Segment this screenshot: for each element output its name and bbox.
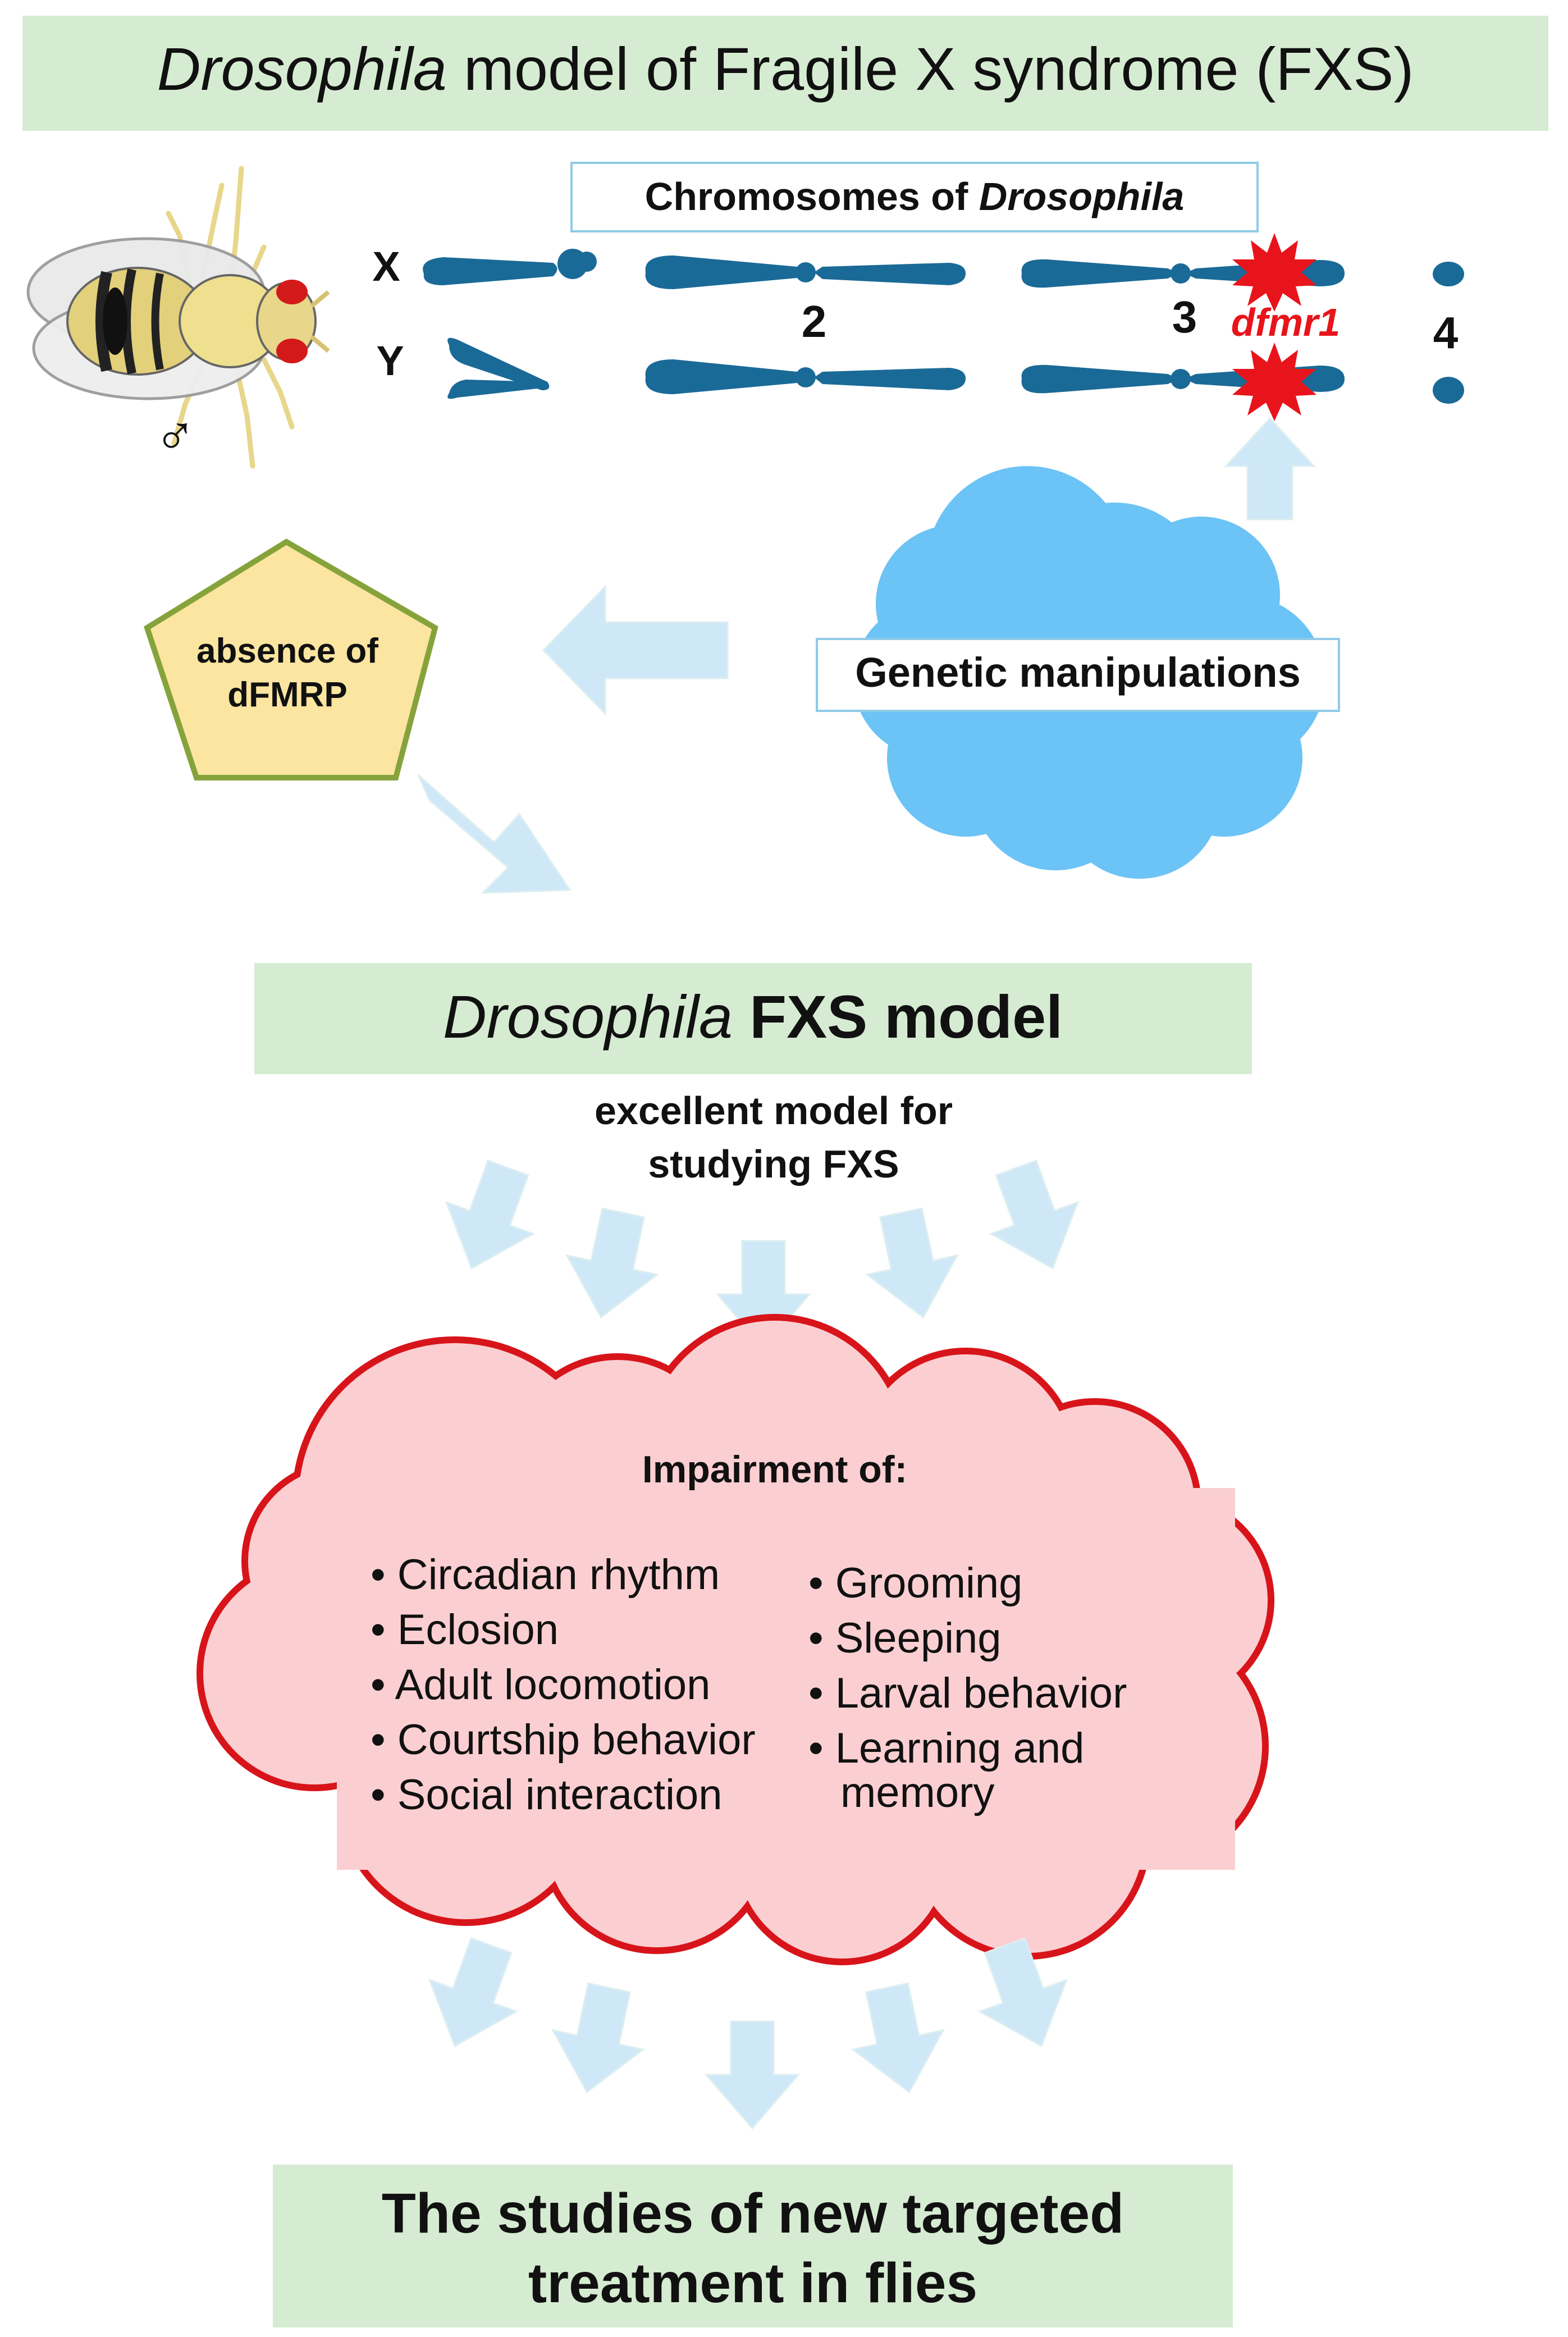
list-item: • Learning and [808,1724,1084,1772]
y-chromosome [447,337,550,399]
list-item: • Circadian rhythm [371,1551,720,1599]
x-chromosome [423,249,597,285]
list-item: • Courtship behavior [371,1716,756,1764]
list-item: • Sleeping [808,1614,1002,1662]
list-item-continuation: memory [840,1769,994,1816]
chromosome-4-lower [1433,377,1464,404]
mutation-burst-icon [1232,233,1316,312]
absence-label-line2: dFMRP [227,675,348,714]
list-item: • Grooming [808,1559,1022,1607]
impairment-right-list: • Grooming • Sleeping • Larval behavior … [808,1559,1127,1816]
model-subtitle-line2: studying FXS [648,1142,899,1186]
chromosome-2-lower [645,359,966,394]
y-chromosome-label: Y [376,337,404,384]
genetic-manipulations-box [816,638,1340,712]
arrow-diagonal-to-model [417,774,572,894]
chromosome-4-upper [1433,262,1464,286]
chromosomes-label: Chromosomes of Drosophila [645,175,1185,218]
list-item: • Adult locomotion [371,1661,710,1709]
title-banner [22,16,1548,131]
studies-line1: The studies of new targeted [382,2182,1124,2245]
male-symbol: ♂ [154,404,196,467]
model-subtitle-line1: excellent model for [595,1089,953,1133]
arrow-fan-lower [410,1929,1086,2129]
arrow-left-to-pentagon [542,585,729,716]
absence-label-line1: absence of [196,632,378,670]
genetic-manipulations-label: Genetic manipulations [855,649,1301,696]
impairment-heading: Impairment of: [642,1448,907,1491]
chromosomes-label-box [570,162,1259,232]
impairment-cloud [196,1314,1274,1965]
fxs-model-title: Drosophila FXS model [443,983,1063,1051]
list-item: • Larval behavior [808,1669,1127,1717]
page-title: Drosophila model of Fragile X syndrome (… [157,35,1414,103]
absence-dfmrp-pentagon [144,538,438,780]
studies-line2: treatment in flies [528,2252,977,2315]
dfmr1-gene-label: dfmr1 [1231,300,1340,344]
studies-banner [273,2165,1233,2327]
x-chromosome-label: X [372,243,400,290]
mutation-burst-icon [1232,343,1316,421]
chromosome-4-label: 4 [1433,308,1459,358]
arrow-up-to-gene [1224,417,1316,521]
impairment-left-list: • Circadian rhythm • Eclosion • Adult lo… [371,1551,756,1819]
list-item: • Eclosion [371,1606,559,1654]
fxs-model-banner [254,963,1252,1074]
chromosome-3-label: 3 [1172,292,1197,342]
chromosome-2-label: 2 [802,296,827,346]
fruit-fly-icon [26,166,330,469]
chromosome-2-upper [645,255,966,289]
list-item: • Social interaction [371,1771,723,1819]
chromosome-set [423,249,1464,404]
